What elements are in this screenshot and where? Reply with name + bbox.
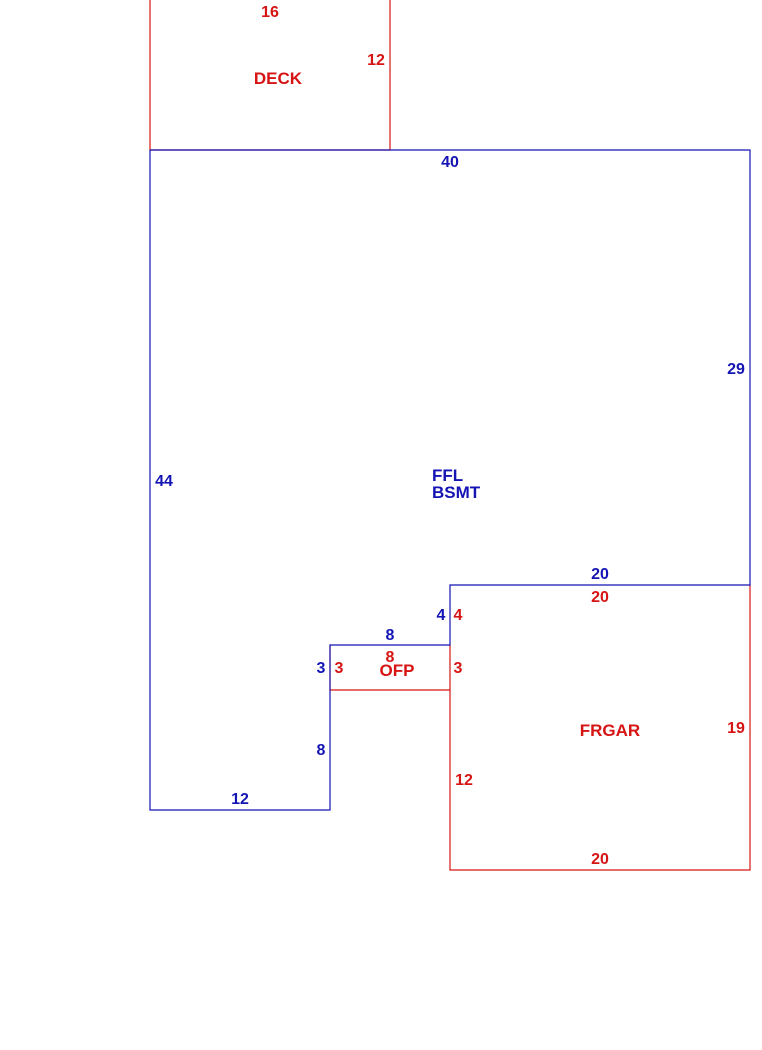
porch-dim-top: 8 bbox=[386, 649, 395, 666]
main-outline bbox=[149, 149, 751, 811]
garage-label: FRGAR bbox=[580, 721, 640, 740]
main-dim-garage-step: 4 bbox=[437, 607, 446, 624]
main-label-line2: BSMT bbox=[432, 483, 481, 502]
garage-dim-left: 12 bbox=[455, 772, 473, 789]
garage-area: 20 4 19 12 20 FRGAR bbox=[449, 585, 751, 871]
garage-outline bbox=[449, 585, 751, 871]
main-dim-bottom: 12 bbox=[231, 791, 249, 808]
deck-dim-top: 16 bbox=[261, 4, 279, 21]
garage-dim-top: 20 bbox=[591, 589, 609, 606]
garage-dim-bottom: 20 bbox=[591, 851, 609, 868]
main-dim-left: 44 bbox=[155, 473, 173, 490]
main-dim-porch-side: 3 bbox=[317, 660, 326, 677]
main-dim-right: 29 bbox=[727, 361, 745, 378]
garage-dim-step: 4 bbox=[454, 607, 463, 624]
deck-dim-right: 12 bbox=[367, 52, 385, 69]
porch-dim-left: 3 bbox=[335, 660, 344, 677]
main-structure: 40 29 44 20 4 8 3 8 12 FFL BSMT bbox=[149, 149, 751, 811]
main-dim-porch-top: 8 bbox=[386, 627, 395, 644]
main-dim-lower-side: 8 bbox=[317, 742, 326, 759]
main-label-line1: FFL bbox=[432, 466, 463, 485]
main-dim-top: 40 bbox=[441, 154, 459, 171]
porch-dim-right: 3 bbox=[454, 660, 463, 677]
deck-label: DECK bbox=[254, 69, 303, 88]
garage-dim-right: 19 bbox=[727, 720, 745, 737]
porch-area: 8 3 3 OFP bbox=[329, 645, 463, 691]
porch-label: OFP bbox=[380, 661, 415, 680]
main-dim-garage-top: 20 bbox=[591, 566, 609, 583]
deck-area: 16 12 DECK bbox=[149, 0, 391, 151]
